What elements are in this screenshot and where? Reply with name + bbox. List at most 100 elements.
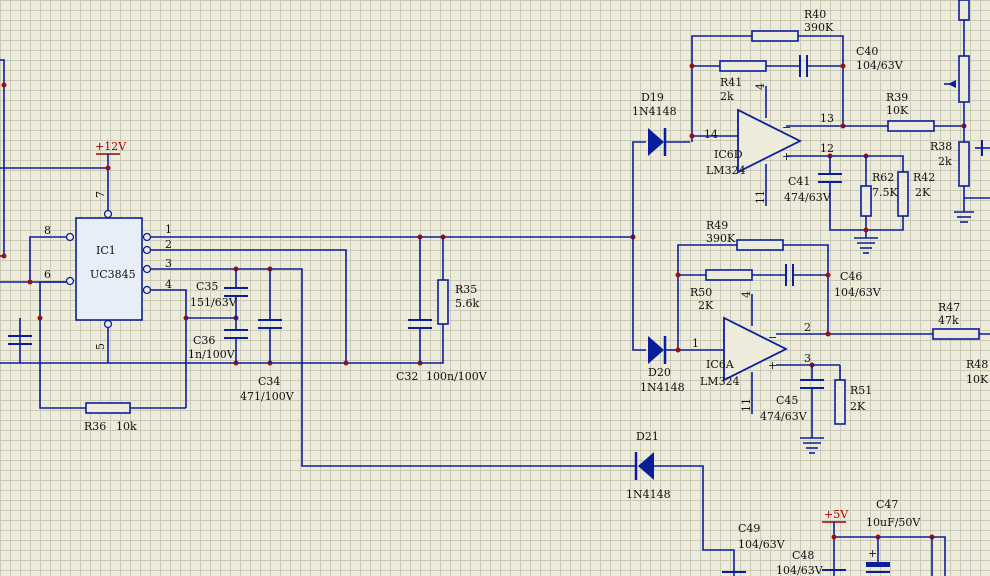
r49-value: 390K — [706, 232, 736, 245]
ic1-pin6 — [65, 276, 75, 286]
c49-label: C49 — [738, 522, 760, 535]
ic1-pin5 — [103, 319, 113, 329]
c34-label: C34 — [258, 375, 280, 388]
ic6d-pin14: 14 — [704, 128, 718, 141]
capacitor-c32: C32 100n/100V — [396, 234, 488, 383]
ic6d-pin13: 13 — [820, 112, 834, 125]
c45-value: 474/63V — [760, 410, 808, 423]
ic1-pin2 — [142, 245, 152, 255]
c36-label: C36 — [193, 334, 215, 347]
ic1-part: UC3845 — [90, 268, 136, 281]
r50-label: R50 — [690, 286, 712, 299]
pin4-label: 4 — [165, 278, 172, 291]
r42-label: R42 — [913, 171, 935, 184]
r48-value: 10K — [966, 373, 989, 386]
c46-label: C46 — [840, 270, 862, 283]
r48-label: R48 — [966, 358, 988, 371]
ic6d-pin11: 11 — [754, 190, 767, 204]
feedback-upper: R40 390K R41 2k C40 104/63V — [689, 8, 904, 139]
capacitor-c35: C35 151/63V — [190, 269, 248, 330]
r39-label: R39 — [886, 91, 908, 104]
ic1-pin4 — [142, 285, 152, 295]
d20-value: 1N4148 — [640, 381, 685, 394]
pin2-label: 2 — [165, 238, 172, 251]
ic6a-pin2: 2 — [804, 321, 811, 334]
c40-value: 104/63V — [856, 59, 904, 72]
ic6a-pin1: 1 — [692, 337, 699, 350]
r35-value: 5.6k — [455, 297, 479, 310]
d20-wire — [632, 237, 646, 351]
d20-label: D20 — [648, 366, 671, 379]
diode-d21: D21 1N4148 — [626, 430, 735, 576]
lower-network-lower-amp: C45 474/63V R51 2K — [760, 362, 872, 454]
vcc12-label: +12V — [95, 140, 127, 153]
r42-value: 2K — [915, 186, 931, 199]
c46-value: 104/63V — [834, 286, 882, 299]
ic1-name: IC1 — [96, 244, 116, 257]
ic6a-name: IC6A — [706, 358, 735, 371]
ic6d-name: IC6D — [714, 148, 743, 161]
pin8-label: 8 — [44, 224, 51, 237]
r36-value: 10k — [116, 420, 137, 433]
c45-label: C45 — [776, 394, 798, 407]
c47-value: 10uF/50V — [866, 516, 921, 529]
resistor-r35: R35 5.6k — [420, 234, 479, 364]
ic6a-part: LM324 — [700, 375, 740, 388]
ic6a-plus: + — [768, 359, 777, 372]
r47-label: R47 — [938, 301, 960, 314]
ic6d-minus: − — [782, 121, 791, 134]
lower-network-upper-amp: C41 474/63V R62 7.5K R42 2K — [784, 153, 935, 254]
bottom-right-caps: C49 104/63V C48 104/63V +5V + C47 10uF/5… — [722, 498, 946, 576]
d21-label: D21 — [636, 430, 659, 443]
r40-value: 390K — [804, 21, 834, 34]
vcc12-symbol: +12V — [95, 140, 127, 210]
ic6a-pin4: 4 — [740, 291, 753, 298]
r38-value: 2k — [938, 155, 952, 168]
pin2-wire — [151, 249, 347, 363]
r35-label: R35 — [455, 283, 477, 296]
c48-value: 104/63V — [776, 564, 824, 576]
ic6d-part: LM324 — [706, 164, 746, 177]
pin5-label: 5 — [94, 343, 107, 350]
ic1-pin1 — [142, 232, 152, 242]
r41-label: R41 — [720, 76, 742, 89]
c47-label: C47 — [876, 498, 898, 511]
capacitor-c36: C36 1n/100V — [186, 317, 248, 363]
capacitor-c34: C34 471/100V — [240, 269, 295, 403]
c32-value: 100n/100V — [426, 370, 488, 383]
c49-value: 104/63V — [738, 538, 786, 551]
c40-label: C40 — [856, 45, 878, 58]
diode-d19: D19 1N4148 — [632, 91, 690, 156]
ic6a-pin11: 11 — [740, 398, 753, 412]
pin3-label: 3 — [165, 257, 172, 270]
resistor-r47: R47 47k R48 10K — [932, 301, 989, 386]
c41-value: 474/63V — [784, 191, 832, 204]
r49-label: R49 — [706, 219, 728, 232]
ic1-uc3845: IC1 UC3845 1 2 3 4 8 6 7 5 — [44, 191, 172, 350]
r47-value: 47k — [938, 314, 959, 327]
r50-value: 2K — [698, 299, 714, 312]
r38-label: R38 — [930, 140, 952, 153]
d21-value: 1N4148 — [626, 488, 671, 501]
ic6a-minus: − — [768, 331, 777, 344]
ic6a-pin3: 3 — [804, 352, 811, 365]
r62-label: R62 — [872, 171, 894, 184]
feedback-lower: R49 390K R50 2K C46 104/63V — [675, 219, 882, 353]
pin7-label: 7 — [94, 191, 107, 198]
c48-label: C48 — [792, 549, 814, 562]
ic1-pin7 — [103, 209, 113, 219]
r51-value: 2K — [850, 400, 866, 413]
resistor-r38-pot: R38 2k — [930, 0, 990, 223]
resistor-r39: R39 10K — [843, 91, 967, 132]
c36-value: 1n/100V — [188, 348, 236, 361]
r39-value: 10K — [886, 104, 909, 117]
left-wiring — [0, 59, 420, 409]
pin3-wire — [151, 268, 636, 467]
vcc5-label: +5V — [824, 508, 849, 521]
r40-label: R40 — [804, 8, 826, 21]
opamp-ic6d: − + 14 13 12 4 11 IC6D LM324 — [691, 83, 866, 206]
ic1-pin8 — [65, 232, 75, 242]
c41-label: C41 — [788, 175, 810, 188]
